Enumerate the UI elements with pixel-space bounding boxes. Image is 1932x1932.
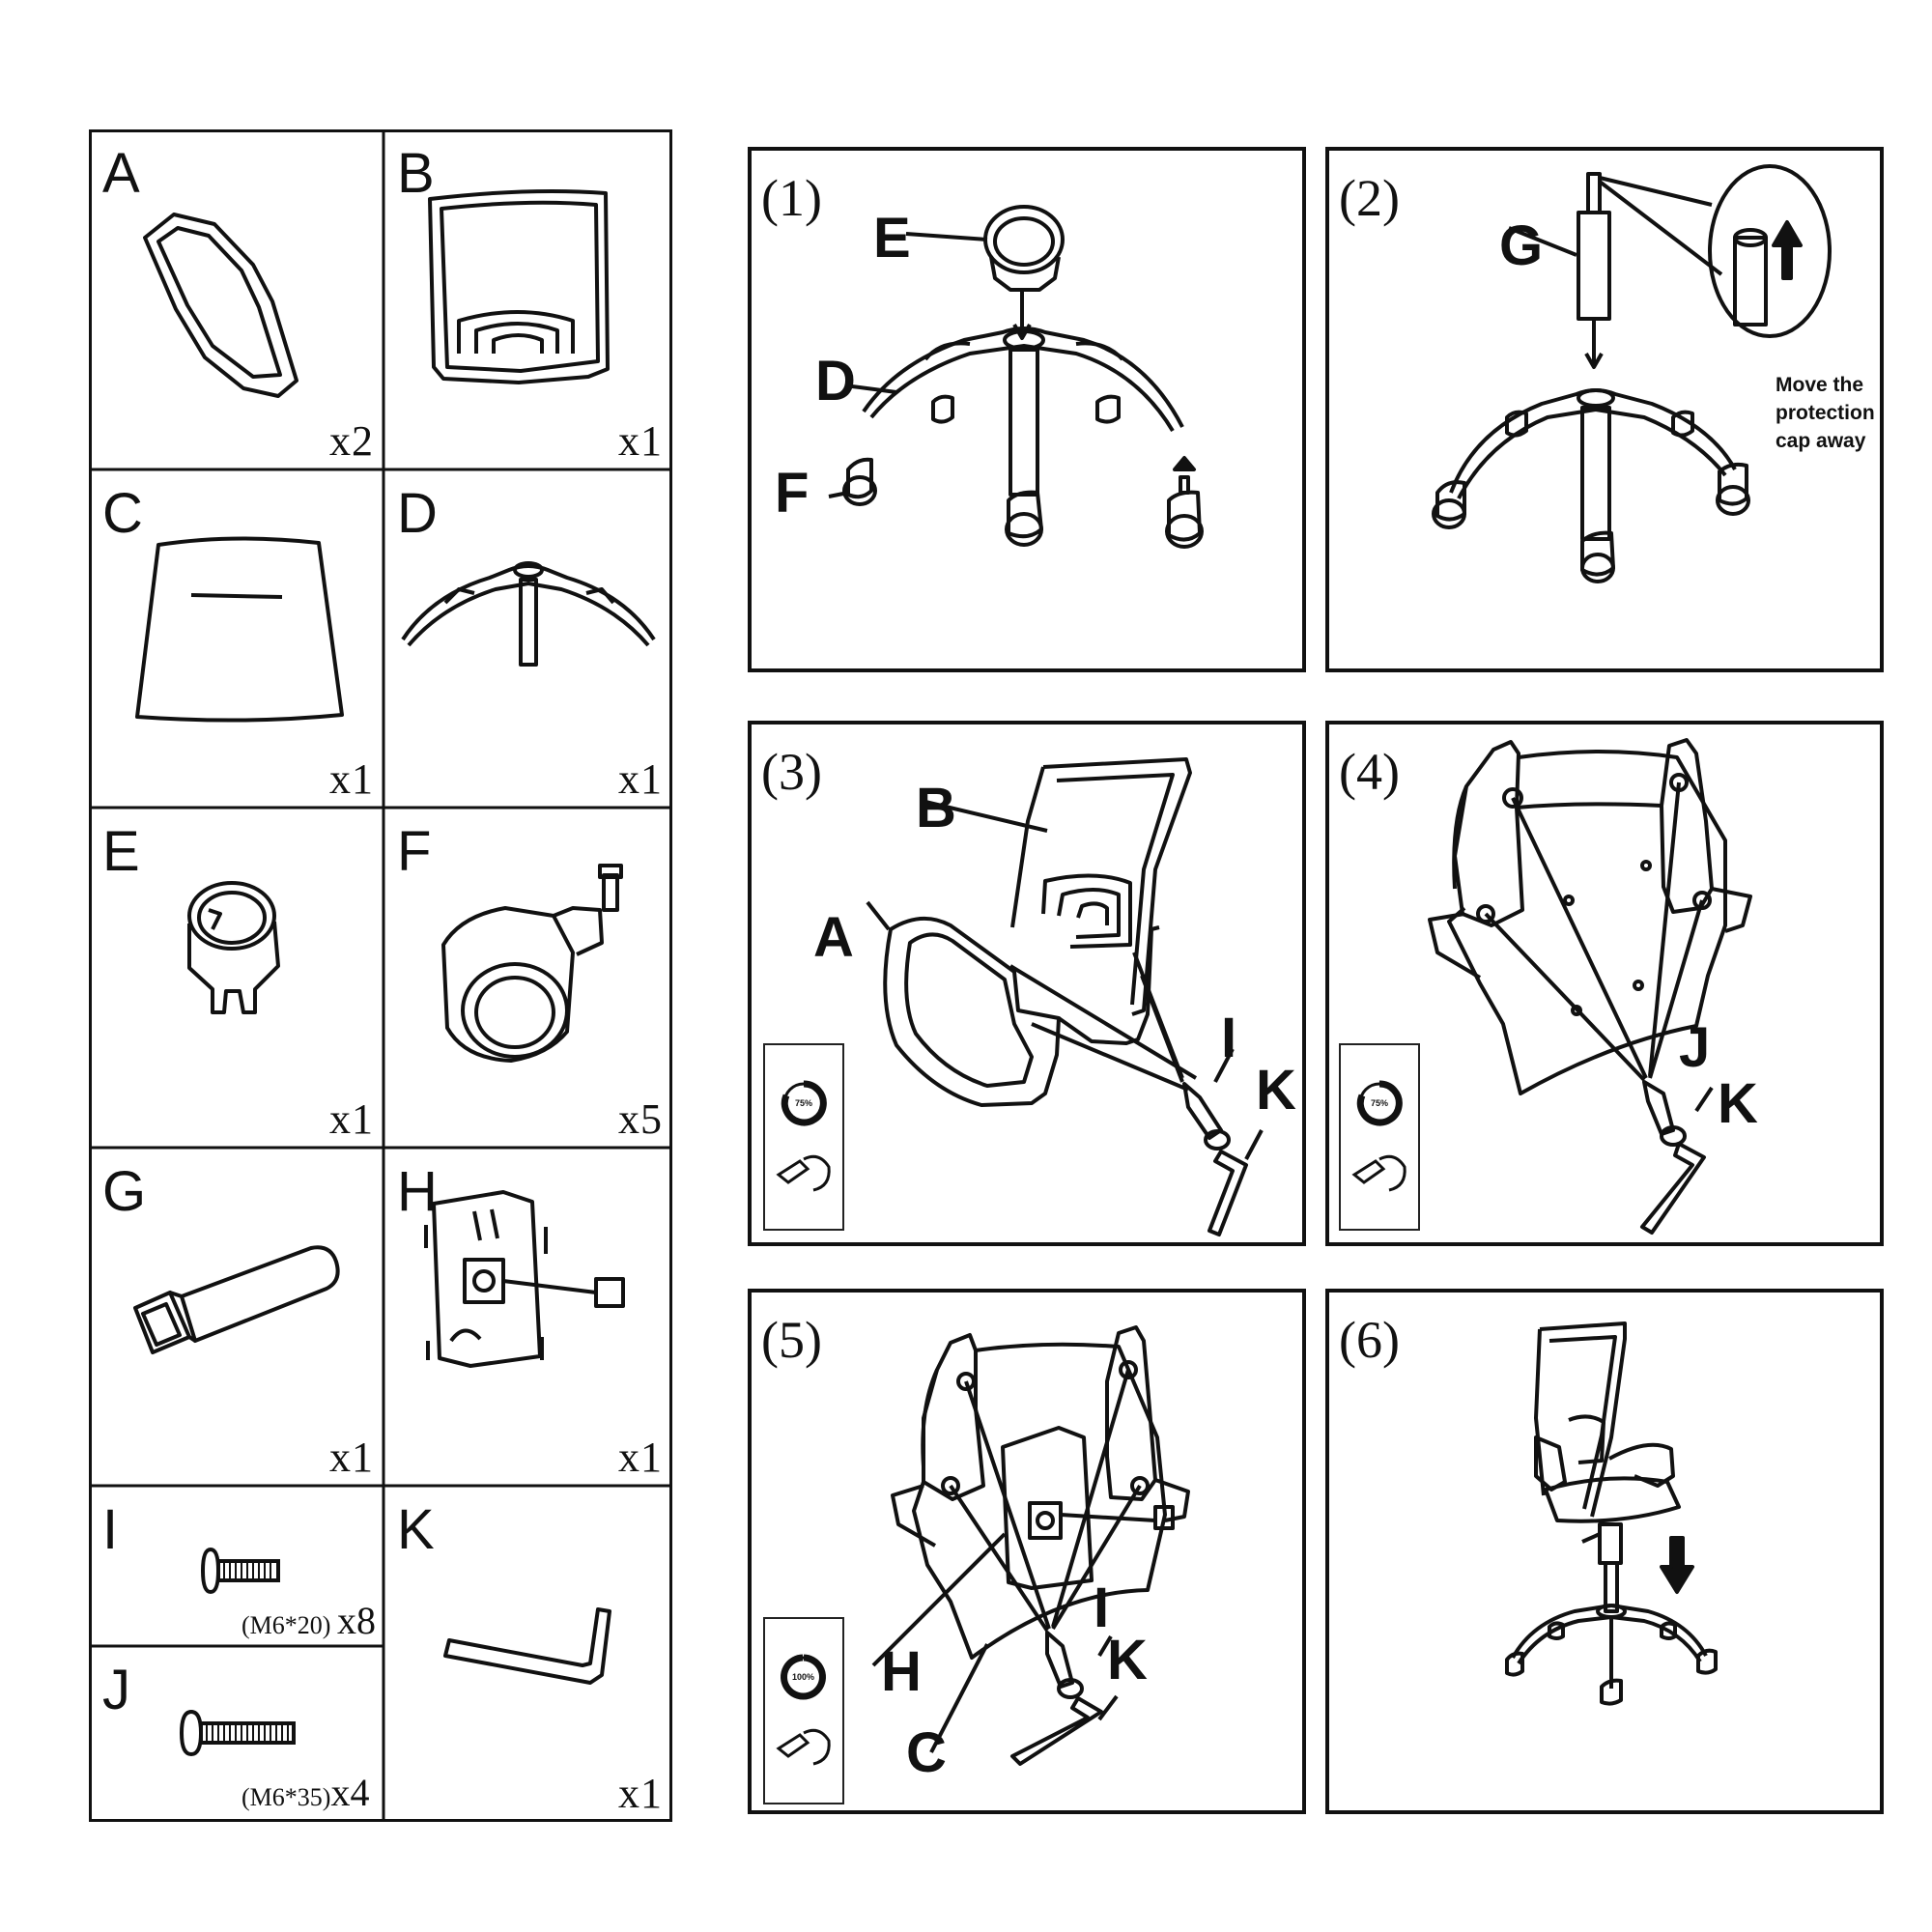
step-4-panel: (4) J K 75% [1325,721,1884,1246]
armrest-backrest-illustration [866,757,1264,1236]
part-label-c: C [906,1721,947,1784]
part-f: F x5 [384,808,672,1148]
step-5-panel: (5) I K H C 100% [748,1289,1306,1814]
part-e: E x1 [89,808,384,1148]
protection-cap-note: Move the protection cap away [1776,374,1875,452]
mechanism-icon [424,1190,625,1368]
part-label-k: K [1107,1629,1148,1691]
part-a: A x2 [89,129,384,469]
part-d: D x1 [384,469,672,808]
step-number: (2) [1339,169,1400,227]
step-number: (6) [1339,1311,1400,1369]
part-spec: (M6*35)x4 [242,1771,370,1814]
completed-chair-illustration [1505,1321,1718,1706]
part-label-k: K [1718,1072,1758,1135]
part-letter: K [397,1498,435,1561]
hand-wrench-icon [1351,1159,1386,1184]
gas-lift-icon [133,1245,340,1354]
part-b: B x1 [384,129,672,469]
part-label-h: H [881,1640,922,1703]
part-label-k: K [1256,1059,1296,1122]
backrest-icon [428,189,610,384]
step-2-panel: (2) G Move the protection cap away [1325,147,1884,672]
parts-list: A x2 B x1 C x1 [89,129,672,1822]
bolt-icon [200,1547,280,1595]
torque-percent: 75% [795,1098,813,1108]
part-label-e: E [873,207,911,270]
torque-indicator: 75% [763,1043,844,1231]
part-label-b: B [916,777,956,839]
part-quantity: x5 [618,1095,663,1143]
cover-icon [187,881,280,1014]
step-number: (4) [1339,743,1400,801]
chair-base-icon [401,561,656,667]
step-number: (1) [761,169,822,227]
torque-percent: 100% [792,1672,815,1682]
part-quantity: x1 [618,755,663,803]
part-spec: (M6*20) x8 [242,1599,376,1642]
part-quantity: x2 [329,417,374,465]
part-label-d: D [815,350,856,412]
part-label-g: G [1499,214,1544,277]
part-quantity: x1 [618,417,663,465]
bolt-icon [179,1709,296,1757]
part-letter: I [102,1498,119,1561]
part-quantity: x1 [329,1095,374,1143]
part-c: C x1 [89,469,384,808]
part-j: J (M6*35)x4 [89,1646,384,1822]
torque-percent: 75% [1371,1098,1389,1108]
seat-backrest-fasten-illustration [1428,738,1752,1235]
step-6-panel: (6) [1325,1289,1884,1814]
step-1-panel: (1) E D F [748,147,1306,672]
part-letter: J [102,1659,130,1721]
base-assembly-illustration [828,205,1204,549]
part-letter: D [397,482,438,545]
gas-lift-insert-illustration [1432,164,1832,583]
part-i: I (M6*20) x8 [89,1486,384,1646]
part-letter: A [102,142,140,205]
part-quantity: x1 [329,1434,374,1481]
part-label-f: F [775,462,810,525]
armrest-icon [143,213,298,398]
seat-icon [135,536,344,723]
part-letter: B [397,142,435,205]
part-quantity: x1 [618,1434,663,1481]
step-3-panel: (3) B A I K 75% [748,721,1306,1246]
part-letter: E [102,820,140,883]
torque-indicator: 100% [763,1617,844,1804]
step-number: (3) [761,743,822,801]
part-label-i: I [1221,1007,1237,1069]
part-letter: F [397,820,432,883]
step-number: (5) [761,1311,822,1369]
part-k: K x1 [384,1486,672,1822]
part-letter: H [397,1160,438,1223]
parts-grid-lines [89,129,672,1822]
part-label-a: A [813,906,854,969]
part-h: H x1 [384,1148,672,1486]
part-label-i: I [1094,1577,1110,1639]
part-letter: G [102,1160,147,1223]
part-label-j: J [1679,1016,1711,1079]
mechanism-fasten-illustration [871,1325,1190,1766]
allen-key-icon [443,1607,611,1685]
hand-wrench-icon [776,1733,810,1758]
torque-indicator: 75% [1339,1043,1420,1231]
part-letter: C [102,482,143,545]
part-quantity: x1 [329,755,374,803]
hand-wrench-icon [776,1159,810,1184]
caster-icon [441,864,623,1063]
part-g: G x1 [89,1148,384,1486]
part-quantity: x1 [618,1770,663,1817]
